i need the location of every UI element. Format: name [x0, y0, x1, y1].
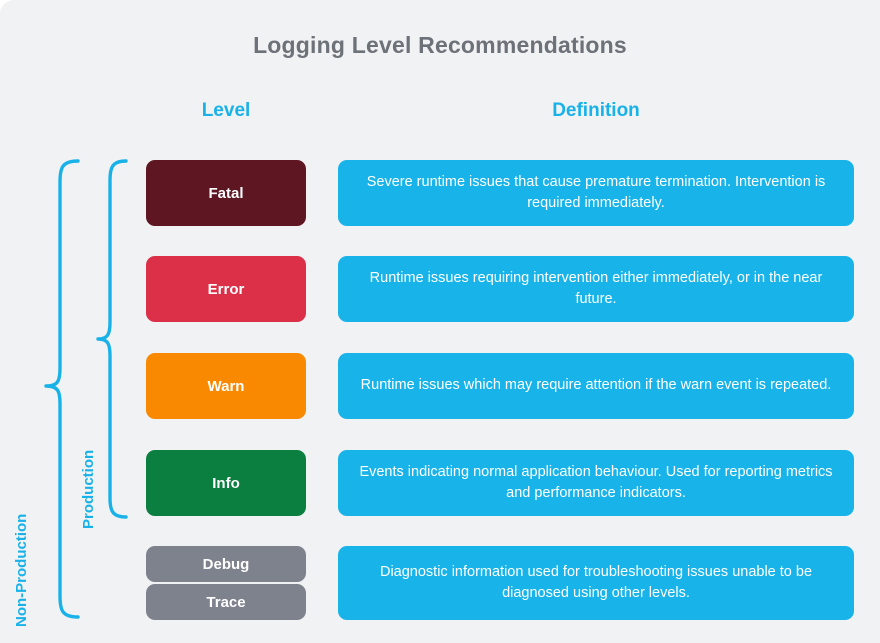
definition-text-warn: Runtime issues which may require attenti… — [360, 377, 832, 394]
level-label-info: Info — [212, 474, 240, 492]
definition-box-info: Events indicating normal application beh… — [338, 450, 854, 516]
brace-production — [96, 159, 128, 519]
page-title: Logging Level Recommendations — [253, 32, 627, 58]
level-box-trace[interactable]: Trace — [146, 584, 306, 620]
level-label-trace: Trace — [206, 593, 246, 611]
definition-text-error: Runtime issues requiring intervention ei… — [369, 269, 823, 307]
level-label-debug: Debug — [202, 555, 250, 573]
definition-box-error: Runtime issues requiring intervention ei… — [338, 256, 854, 322]
brace-label-non-production: Non-Production — [13, 513, 30, 627]
level-label-fatal: Fatal — [208, 184, 244, 202]
brace-non-production — [44, 159, 80, 619]
column-header-level: Level — [201, 100, 251, 121]
level-label-warn: Warn — [207, 377, 245, 395]
level-box-error[interactable]: Error — [146, 256, 306, 322]
definition-text-fatal: Severe runtime issues that cause prematu… — [366, 173, 826, 211]
definition-box-fatal: Severe runtime issues that cause prematu… — [338, 160, 854, 226]
level-box-warn[interactable]: Warn — [146, 353, 306, 419]
definition-box-debug-trace: Diagnostic information used for troubles… — [338, 546, 854, 620]
definition-text-debug-trace: Diagnostic information used for troubles… — [379, 563, 813, 601]
column-header-definition: Definition — [552, 100, 640, 121]
definition-text-info: Events indicating normal application beh… — [359, 463, 833, 501]
level-box-fatal[interactable]: Fatal — [146, 160, 306, 226]
level-box-info[interactable]: Info — [146, 450, 306, 516]
brace-label-production: Production — [80, 449, 97, 529]
level-box-debug[interactable]: Debug — [146, 546, 306, 582]
level-label-error: Error — [207, 280, 245, 298]
definition-box-warn: Runtime issues which may require attenti… — [338, 353, 854, 419]
